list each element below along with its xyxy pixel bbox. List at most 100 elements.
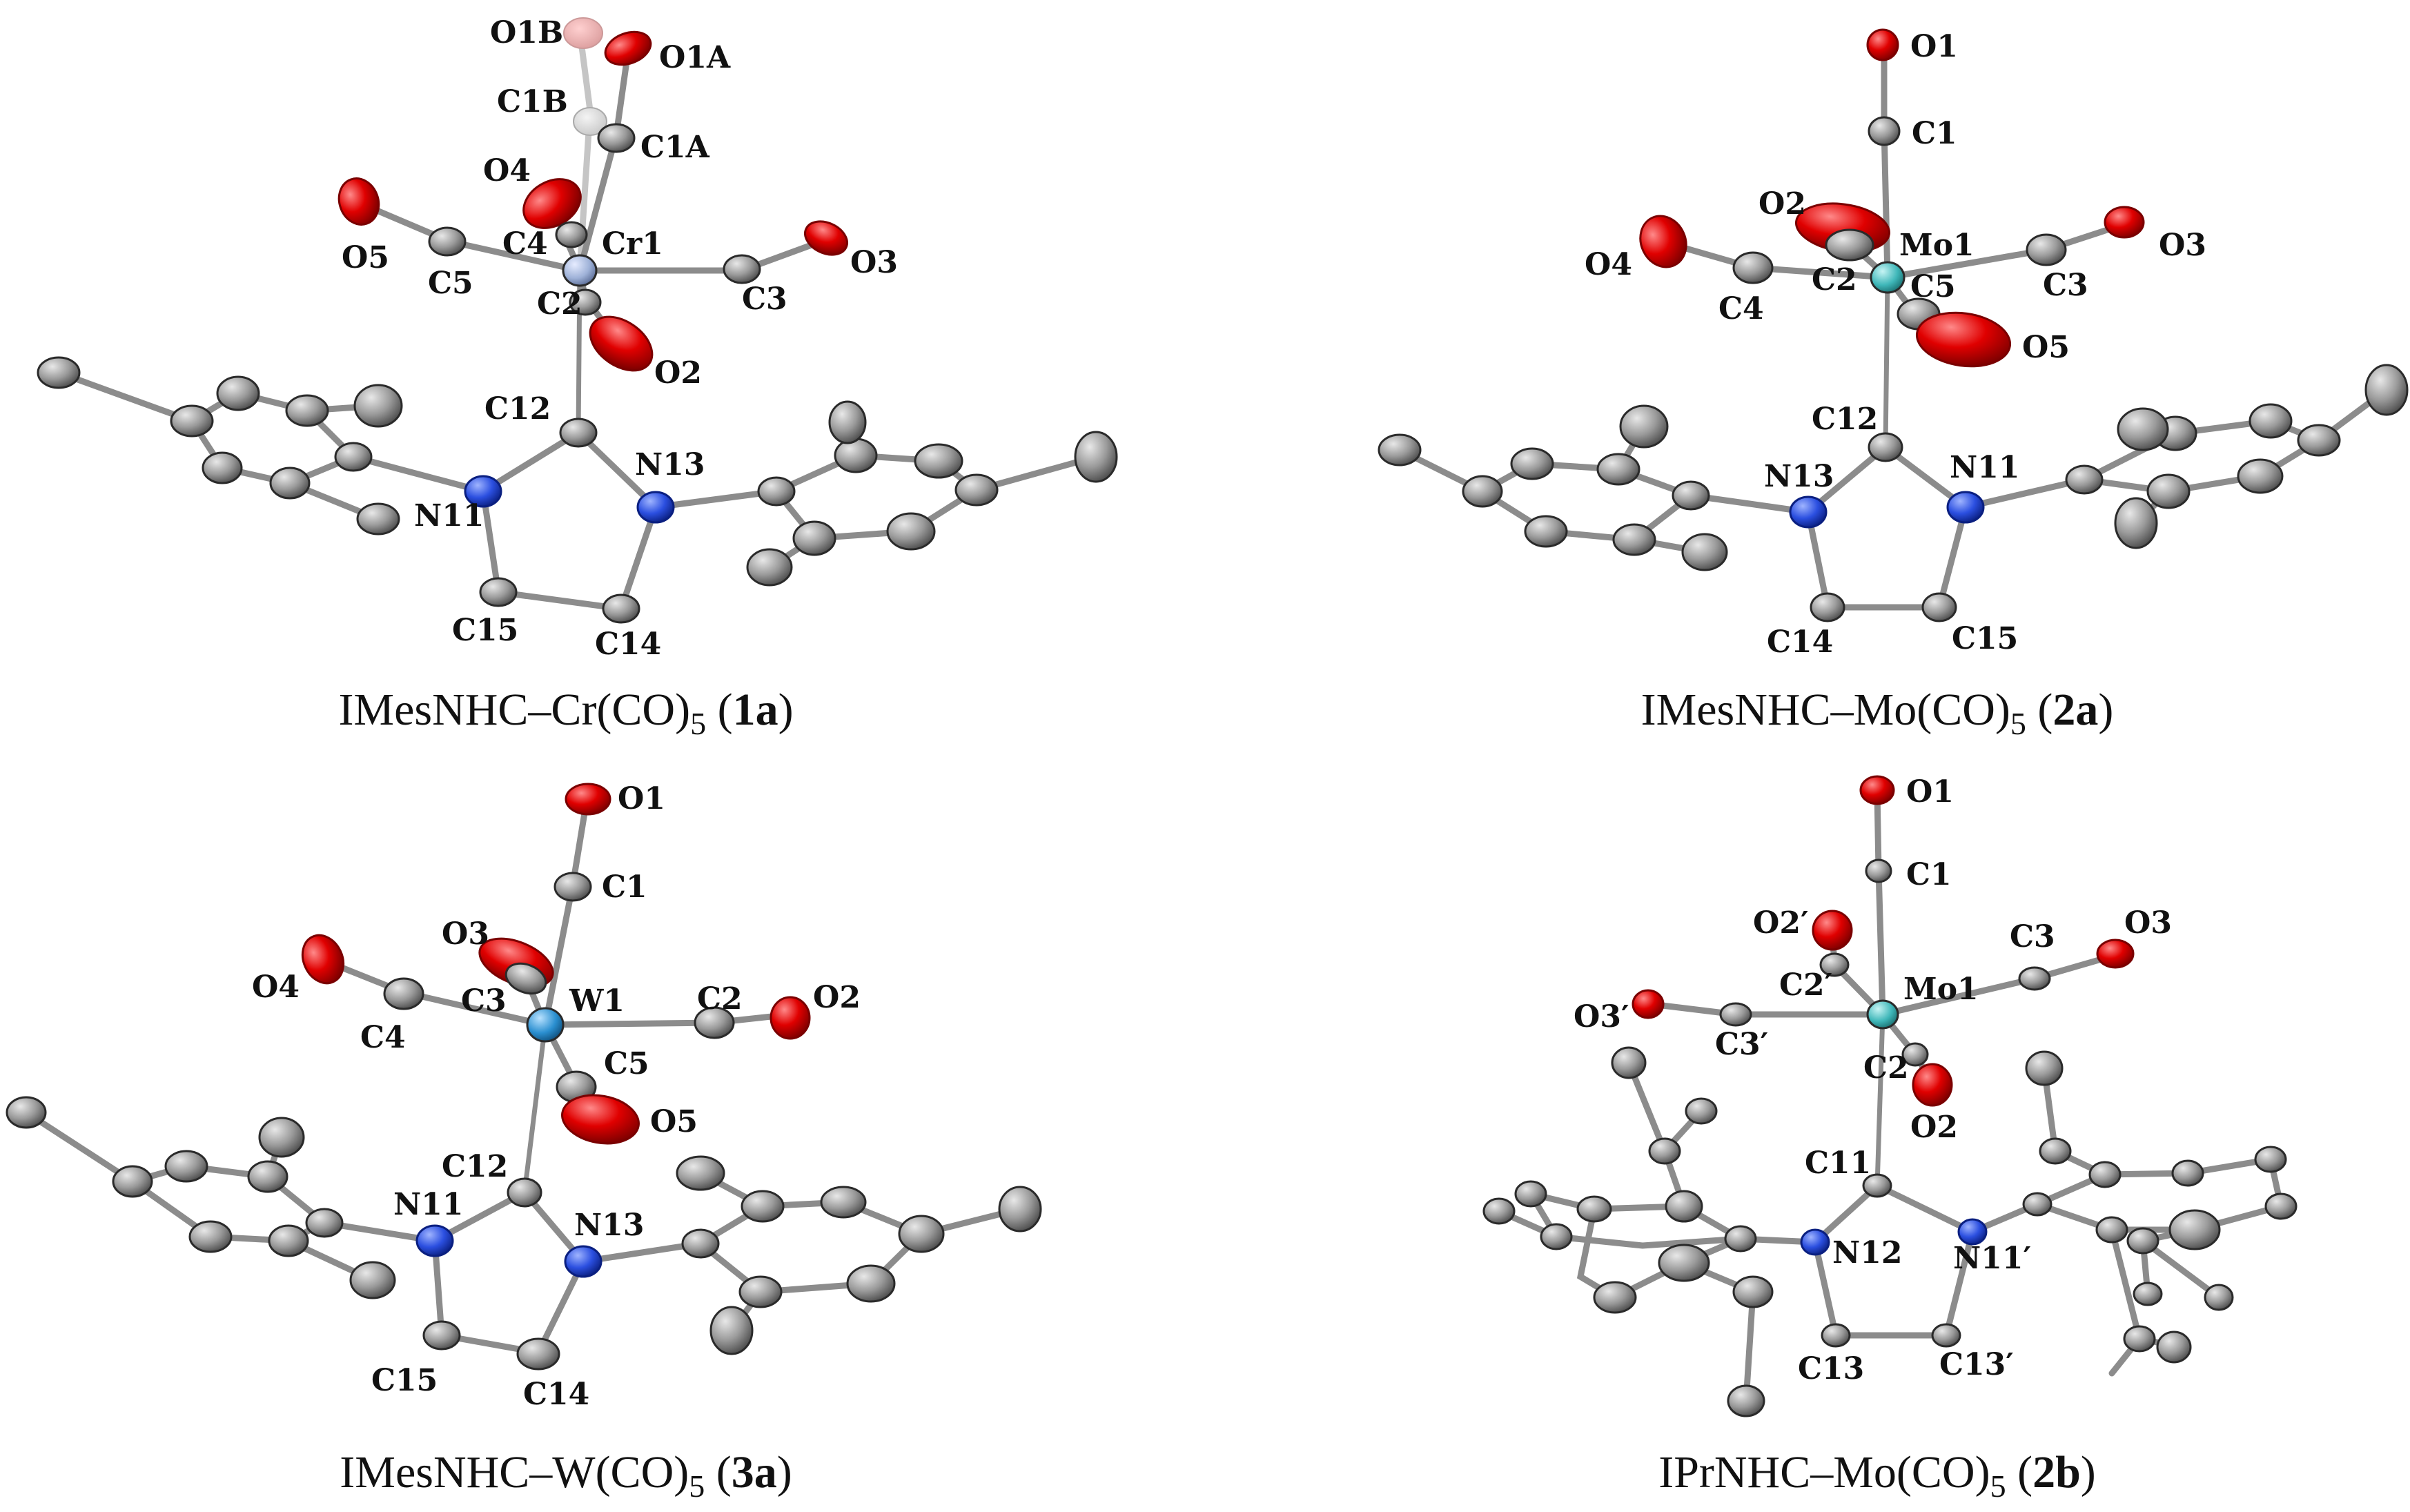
atom-label: C5 [604, 1046, 649, 1081]
atom-c1 [1868, 116, 1901, 146]
atom-c-methyl [349, 1261, 396, 1299]
panel-3a: O1 C1 O3 O4 C3 W1 C2 O2 C4 C5 O5 C12 N11… [6, 781, 1042, 1504]
atom-c13-prime [1931, 1323, 1961, 1348]
atom-label: O3 [2159, 228, 2206, 263]
atom-o1a [604, 30, 652, 66]
atom-c-iPr [2133, 1282, 2163, 1306]
atom-o4 [301, 934, 345, 985]
atom-o2 [770, 996, 811, 1040]
atom-label: O2′ [1753, 905, 1809, 941]
atom-label: C1 [1906, 857, 1952, 892]
atom-c2 [1825, 228, 1874, 262]
atom-label: O2 [654, 355, 702, 391]
atom-label: C3 [461, 983, 507, 1019]
atom-label: O3′ [1574, 999, 1629, 1034]
atom-o3 [2096, 939, 2135, 969]
atom-c2 [694, 1006, 735, 1039]
atom-c-aryl [1514, 1180, 1547, 1208]
atom-label: O4 [252, 970, 300, 1005]
caption-1a: IMesNHC–Cr(CO)5 (1a) [338, 685, 793, 741]
atom-label: C15 [371, 1363, 438, 1398]
atom-c12 [559, 418, 598, 448]
atom-c-aryl [1658, 1244, 1710, 1282]
atom-c-mes [886, 512, 936, 551]
atom-label: C3′ [1715, 1027, 1768, 1062]
atom-o1 [1866, 28, 1899, 61]
atom-label: C12 [484, 391, 551, 426]
atom-n11-prime [1957, 1218, 1988, 1246]
atom-label: C2 [537, 286, 582, 322]
atom-c-mes [2237, 458, 2284, 494]
atom-label: C2 [1812, 262, 1857, 297]
panel-1a: O1B O1A C1B C1A O4 O5 C4 Cr1 O3 C5 C2 C3… [37, 15, 1118, 741]
atom-c-mes [2297, 424, 2341, 457]
atom-label: O5 [650, 1104, 698, 1139]
atom-label: O1 [1910, 29, 1958, 64]
atom-c-mes [954, 473, 999, 507]
atom-label: C12 [442, 1149, 508, 1184]
atom-c-methyl [2117, 407, 2169, 451]
atom-cr1 [562, 254, 598, 287]
atom-c-aryl [2022, 1192, 2053, 1217]
atom-c-mes [1524, 515, 1568, 548]
atom-c14 [602, 593, 640, 624]
atom-c-aryl [2254, 1146, 2287, 1173]
atom-label: C4 [502, 226, 548, 262]
atom-c2-prime [1819, 952, 1850, 977]
atom-label: N12 [1832, 1235, 1902, 1270]
atom-c-iPr [2204, 1284, 2234, 1311]
atom-c-iPr [2025, 1050, 2064, 1086]
atom-c-iPr [2039, 1137, 2072, 1165]
atom-o4 [1639, 215, 1687, 268]
atom-label: O2 [813, 980, 861, 1015]
atom-label: C14 [1767, 625, 1833, 660]
atom-c-aryl [1593, 1281, 1637, 1314]
atom-label: O1A [659, 40, 731, 75]
atom-label: N13 [574, 1208, 644, 1243]
atom-c-mes [1596, 453, 1640, 486]
atom-c-mes [2249, 403, 2293, 439]
atom-label: C5 [428, 266, 473, 301]
atom-label: C4 [360, 1020, 406, 1055]
atom-c-mes [164, 1150, 208, 1183]
atom-label: Mo1 [1899, 228, 1975, 263]
atom-c1 [553, 872, 592, 902]
atom-c-aryl [2168, 1209, 2221, 1250]
atom-c5 [428, 226, 467, 257]
atom-c-methyl [1074, 431, 1118, 483]
atom-c-mes [792, 520, 836, 556]
atom-label: N11 [414, 498, 484, 533]
atom-c3-prime [1719, 1002, 1752, 1027]
atom-c-methyl [258, 1117, 305, 1158]
panel-2b: O1 C1 O2′ C3 O3 C2′ Mo1 O3′ C3′ C2 O2 C1… [1482, 774, 2298, 1504]
labels-3a: O1 C1 O3 O4 C3 W1 C2 O2 C4 C5 O5 C12 N11… [252, 781, 861, 1412]
atom-label: O1 [618, 781, 665, 816]
atom-c-methyl [2114, 497, 2158, 549]
atom-c12 [507, 1177, 542, 1208]
atom-label: O4 [1585, 247, 1632, 282]
labels-1a: O1B O1A C1B C1A O4 O5 C4 Cr1 O3 C5 C2 C3… [342, 15, 898, 662]
atom-n13 [1789, 495, 1828, 529]
atom-label: W1 [569, 983, 625, 1019]
atom-c-iPr [2126, 1227, 2159, 1255]
atom-o2-prime [1812, 910, 1853, 951]
atom-c-mes [738, 1275, 783, 1308]
atom-c-methyl [2364, 364, 2409, 416]
atom-n13 [564, 1245, 602, 1278]
atom-c-mes [1510, 447, 1554, 480]
atom-mo1 [1870, 261, 1906, 294]
caption-3a: IMesNHC–W(CO)5 (3a) [340, 1447, 792, 1504]
atom-o3 [804, 220, 848, 256]
atom-label: C4 [1718, 291, 1764, 326]
atom-c-aryl [2171, 1159, 2204, 1187]
atom-c4 [1732, 251, 1774, 284]
atom-label: C3 [2010, 919, 2055, 954]
atom-c3 [723, 254, 761, 284]
atom-c-iPr [1611, 1046, 1647, 1079]
atom-c-methyl [6, 1096, 47, 1129]
atom-c-methyl [828, 400, 867, 444]
atom-label: O4 [483, 153, 531, 188]
atom-c-mes [202, 451, 243, 484]
panel-2a: O1 C1 O2 Mo1 O3 O4 C2 C5 C3 C4 O5 C12 N1… [1378, 28, 2409, 741]
atom-c14 [516, 1337, 560, 1371]
